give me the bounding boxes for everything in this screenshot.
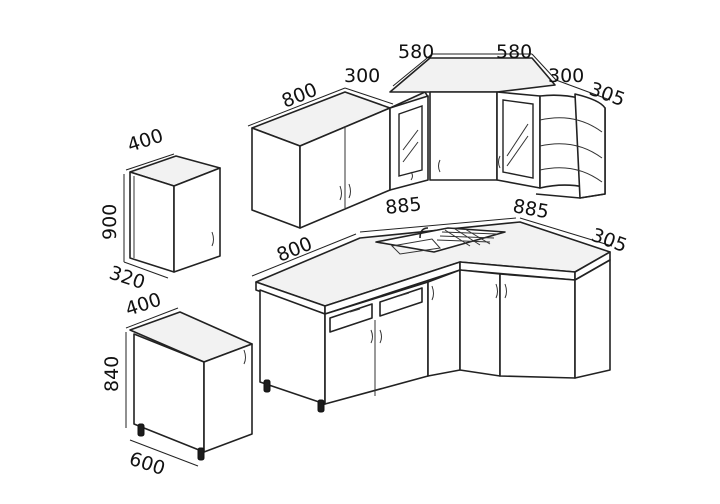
base-cabinet-mid [427,269,461,377]
dim-label-floor-cab-depth: 600 [126,448,167,480]
dim-label-wall-cab-depth: 320 [106,262,147,294]
upper-cabinet-glass-right [496,91,541,189]
dim-label-counter-right: 885 [511,195,551,223]
floor-cabinet-single [129,311,253,461]
sink [375,227,506,255]
base-cabinet-left [259,281,429,413]
counter-top [255,221,611,315]
upper-cabinet-left [251,91,391,229]
upper-cabinet-glass-left [389,91,429,191]
dim-label-top-corner-b: 580 [398,41,434,63]
dim-label-counter-mid: 885 [384,193,422,219]
upper-open-shelf [535,93,606,199]
dim-label-wall-cab-width: 400 [125,125,166,157]
dim-label-floor-cab-height: 840 [101,356,123,392]
wall-cabinet-single [129,155,221,273]
dim-label-top-right: 300 [548,65,584,87]
dim-label-top-corner-a: 300 [344,65,380,87]
base-cabinet-corner [459,259,611,379]
upper-cabinet-corner [389,57,556,181]
dimension-lines [123,53,613,467]
dim-label-top-corner-c: 580 [496,41,532,63]
dim-label-wall-cab-height: 900 [99,204,121,240]
